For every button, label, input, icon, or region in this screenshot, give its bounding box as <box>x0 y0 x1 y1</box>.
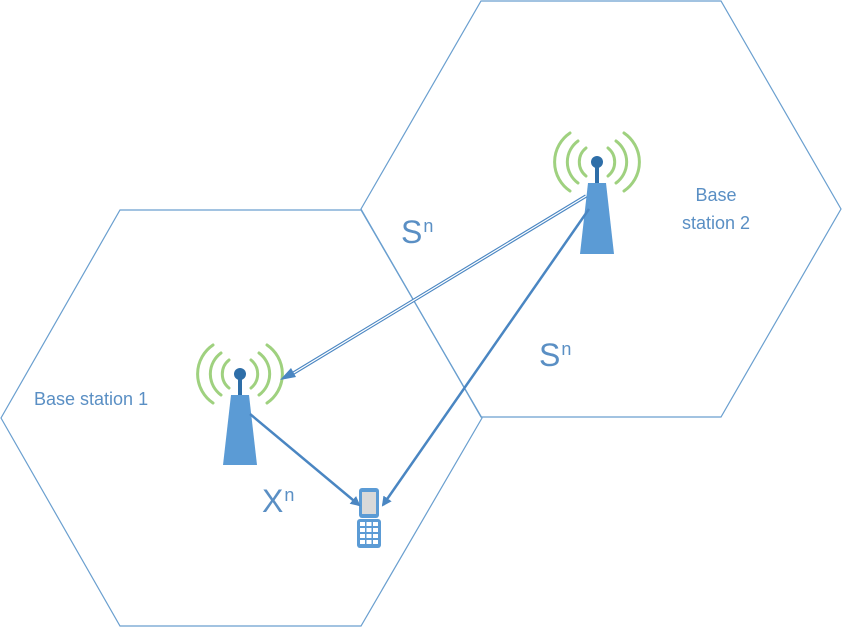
base-station-2-label-line1: Base <box>695 185 737 205</box>
base-station-1-tower-icon <box>196 343 284 465</box>
arrow-bs2-to-bs1 <box>280 194 587 380</box>
signal-s-lower-label: Sn <box>539 337 571 373</box>
signal-s-upper-label: Sn <box>401 214 433 250</box>
signal-x-base: X <box>262 483 284 519</box>
arrow-bs1-to-mobile <box>249 413 361 507</box>
cell-hexagon-2 <box>360 0 842 418</box>
signal-x-label: Xn <box>262 483 294 519</box>
signal-s-lower-superscript: n <box>561 339 572 359</box>
base-station-1-label: Base station 1 <box>34 389 149 409</box>
signal-s-lower-base: S <box>539 337 561 373</box>
arrow-bs2-to-mobile <box>381 208 591 507</box>
signal-x-superscript: n <box>284 485 295 505</box>
signal-s-upper-superscript: n <box>423 216 434 236</box>
signal-s-upper-base: S <box>401 214 423 250</box>
base-station-2-label: Base station 2 <box>682 181 750 237</box>
base-station-2-tower-icon <box>553 131 641 254</box>
base-station-2-label-line2: station 2 <box>682 213 751 233</box>
mobile-phone-icon <box>357 488 381 548</box>
